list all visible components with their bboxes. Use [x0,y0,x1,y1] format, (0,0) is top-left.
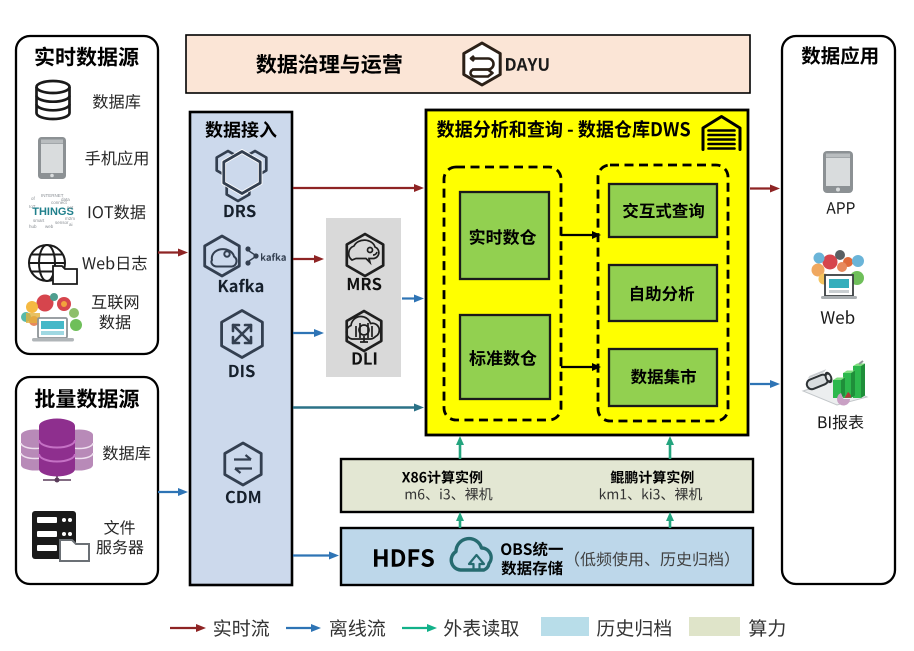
svg-text:of: of [31,196,36,201]
svg-text:hub: hub [29,224,37,229]
svg-text:net: net [67,205,74,210]
svg-text:smart: smart [33,218,45,223]
svg-text:INTERNET: INTERNET [41,193,64,198]
svg-text:m2m: m2m [65,216,75,221]
svg-text:ai: ai [69,222,73,227]
svg-text:connect: connect [51,200,68,205]
svg-text:sensor: sensor [55,220,69,225]
svg-text:web: web [45,224,54,229]
svg-text:THINGS: THINGS [32,206,74,218]
svg-text:IoT: IoT [29,204,36,209]
svg-text:data: data [61,197,70,202]
